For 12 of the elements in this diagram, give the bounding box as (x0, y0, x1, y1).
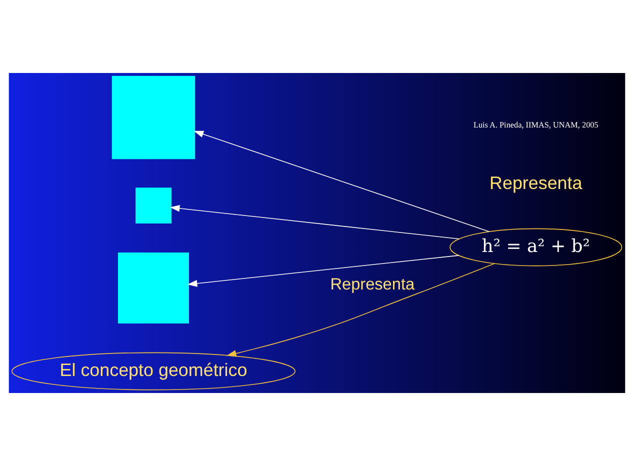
label: Luis A. Pineda, IIMAS, UNAM, 2005 (473, 120, 598, 130)
edge-label: Representa (330, 276, 415, 294)
arrow (194, 130, 490, 232)
node-box (136, 188, 172, 224)
arrow (226, 263, 495, 357)
label: Representa (490, 172, 582, 193)
arrow (170, 204, 460, 240)
arrow (187, 255, 460, 287)
node-ellipse: h² = a² + b² (450, 228, 622, 266)
node-box (118, 252, 189, 324)
node-box (112, 76, 196, 160)
node-ellipse: El concepto geométrico (12, 352, 296, 390)
